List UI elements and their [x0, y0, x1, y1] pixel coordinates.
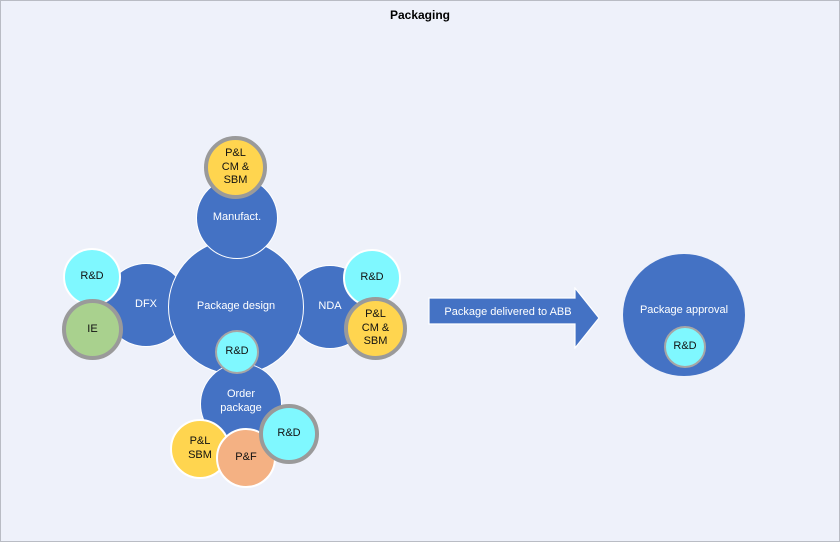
package-approval-label: Package approval [639, 304, 729, 317]
dfx-ie-badge: IE [62, 299, 123, 360]
dfx-rd-label: R&D [80, 270, 104, 283]
dfx-label: DFX [135, 298, 157, 311]
order-rd-badge: R&D [259, 404, 319, 464]
manufact-circle: Manufact. [196, 177, 278, 259]
package-approval-circle: Package approval [623, 254, 745, 376]
dfx-rd-badge: R&D [63, 248, 121, 306]
approval-rd-badge: R&D [664, 326, 706, 368]
manufact-role-badge: P&L CM & SBM [204, 136, 267, 199]
package-design-label: Package design [196, 300, 276, 313]
nda-pl-label: P&L CM & SBM [361, 307, 390, 348]
manufact-label: Manufact. [212, 211, 262, 224]
delivery-arrow [428, 287, 600, 349]
order-pf-label: P&F [235, 451, 257, 464]
nda-pl-badge: P&L CM & SBM [344, 297, 407, 360]
delivery-arrow-label: Package delivered to ABB [444, 306, 572, 318]
manufact-role-label: P&L CM & SBM [221, 146, 250, 187]
order-rd-label: R&D [277, 427, 301, 440]
order-pl-label: P&L SBM [188, 435, 212, 461]
nda-rd-badge: R&D [343, 249, 401, 307]
nda-rd-label: R&D [360, 271, 384, 284]
delivery-arrow-shape [428, 287, 600, 349]
design-rd-label: R&D [225, 345, 249, 358]
approval-rd-label: R&D [673, 340, 697, 353]
design-rd-badge: R&D [215, 330, 259, 374]
order-package-label: Order package [220, 388, 262, 414]
diagram-title: Packaging [389, 8, 451, 22]
nda-label: NDA [318, 300, 342, 313]
dfx-ie-label: IE [87, 322, 98, 335]
